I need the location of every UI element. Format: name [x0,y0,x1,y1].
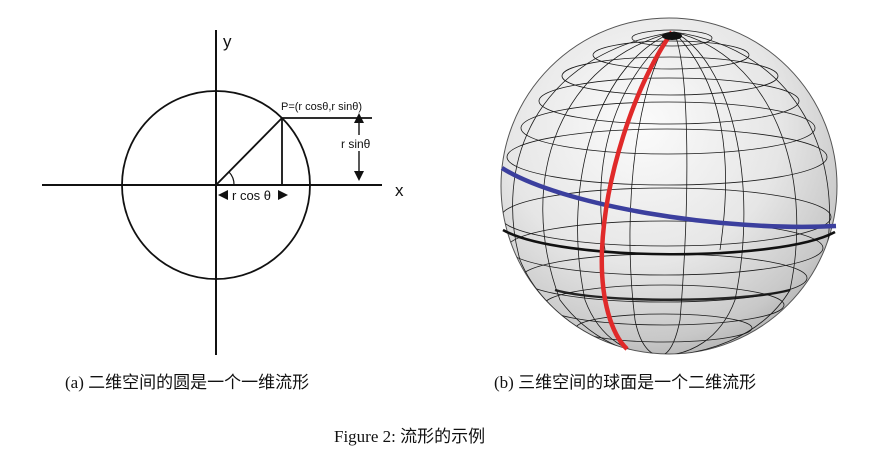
x-axis-label: x [395,181,404,200]
blue-latitude-line [500,166,837,230]
caption-b: (b) 三维空间的球面是一个二维流形 [494,373,757,392]
figure-caption: Figure 2: 流形的示例 [334,427,486,446]
equator-line [502,228,836,256]
caption-a: (a) 二维空间的圆是一个一维流形 [65,373,310,392]
point-label: P=(r cosθ,r sinθ) [281,101,362,113]
radius-line [215,117,283,186]
lower-latitude-line [554,288,791,301]
r-sin-label: r sinθ [341,137,371,151]
sphere-body [500,17,838,355]
unit-circle [121,90,311,280]
red-meridian-line [599,30,674,351]
r-sin-arrowhead-up [354,113,364,123]
r-cos-arrowhead-left [218,190,228,200]
r-cos-label: r cos θ [232,188,271,203]
theta-arc [228,171,235,186]
north-pole-cap [662,32,682,40]
y-axis-label: y [223,32,232,51]
r-cos-arrowhead-right [278,190,288,200]
r-sin-arrowhead-down [354,171,364,181]
sphere-grid [501,29,832,354]
